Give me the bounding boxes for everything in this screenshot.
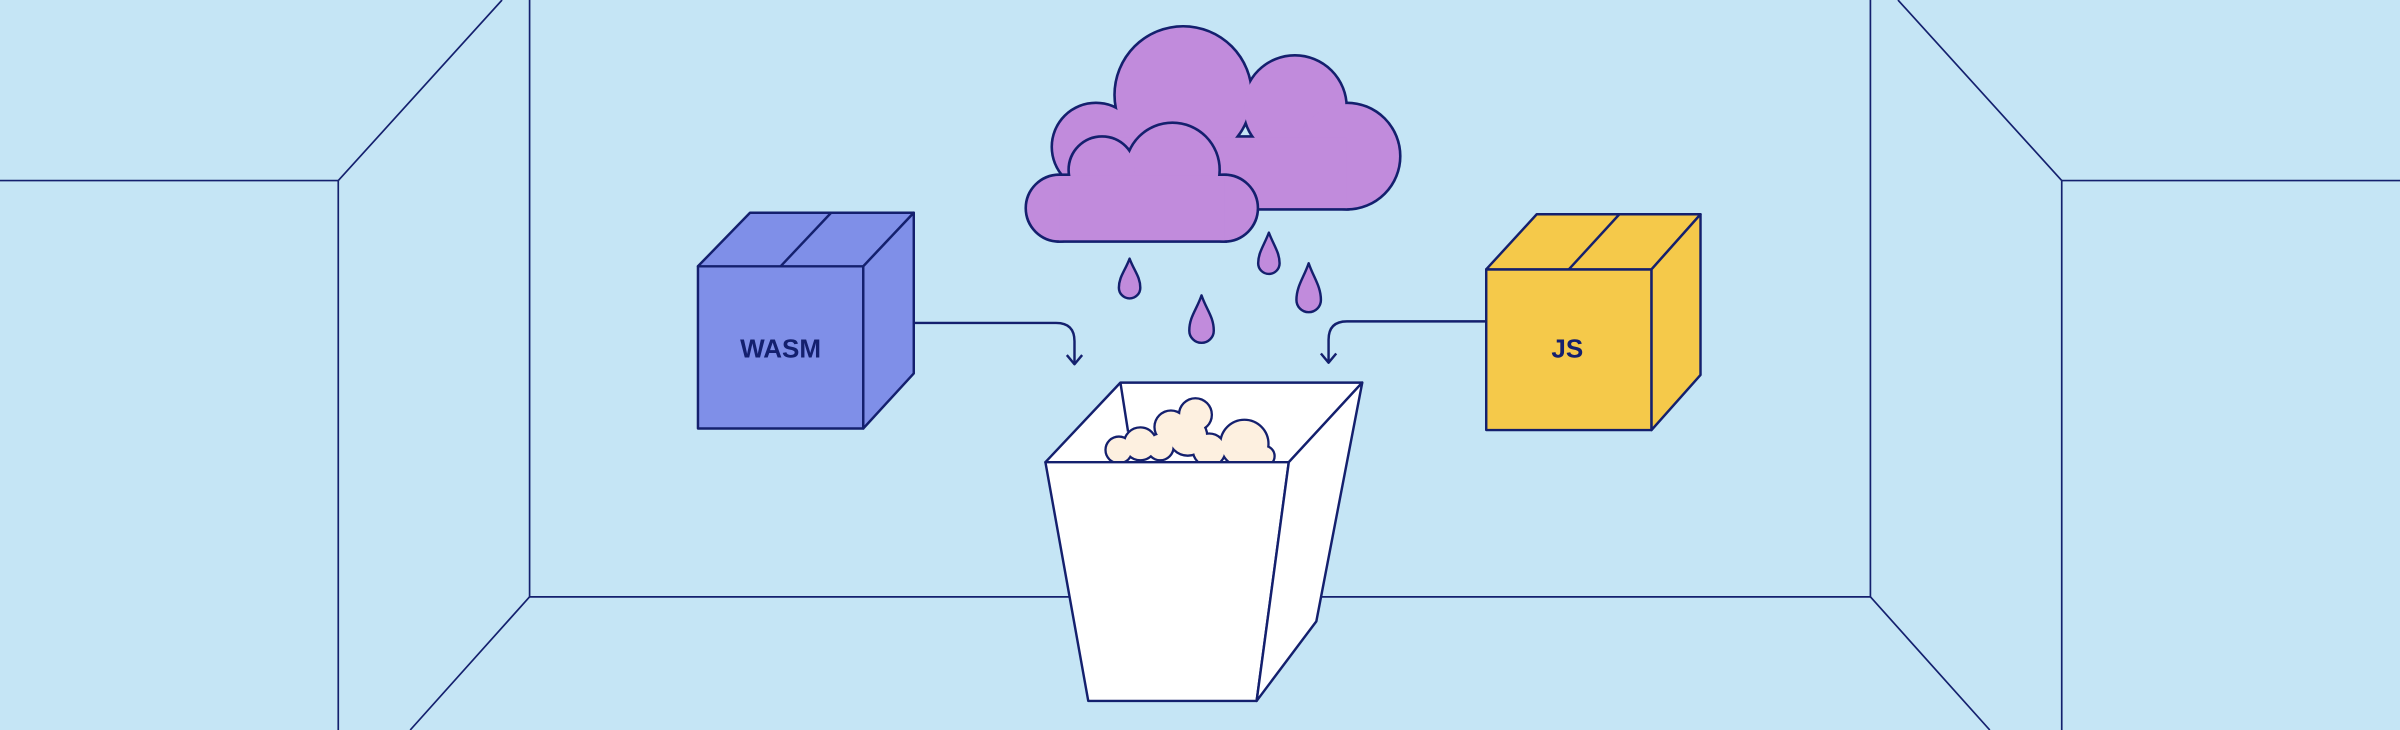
right-floor-diagonal: [1869, 596, 1991, 730]
js-box: JS: [1485, 213, 1702, 432]
popcorn-bucket: [1044, 381, 1364, 703]
bucket-side: [1255, 381, 1364, 703]
raindrop-icon: [1188, 294, 1215, 345]
illustration-shape: [1059, 175, 1225, 241]
js-arrow: [1319, 320, 1487, 364]
arrow-head-icon: [1065, 354, 1084, 366]
wasm-box: WASM: [696, 211, 915, 430]
bucket-front: [1044, 460, 1290, 703]
illustration-shape: [1125, 428, 1156, 460]
wasm-box-tape: [779, 211, 833, 268]
raindrop-icon: [1256, 231, 1281, 276]
wasm-box-side: [862, 211, 915, 430]
illustration-shape: [1053, 27, 1399, 209]
js-label: JS: [1551, 333, 1583, 363]
wasm-arrow: [913, 321, 1084, 366]
js-box-side: [1650, 213, 1702, 432]
illustration-shape: [1106, 399, 1274, 467]
wasm-label: WASM: [740, 333, 821, 363]
illustration-shape: [1027, 123, 1257, 241]
rain-cloud-icon: [1024, 24, 1402, 243]
arrow-head-icon: [1319, 352, 1338, 364]
right-ceiling-diagonal: [1897, 0, 2063, 182]
illustration-shape: [1255, 446, 1274, 466]
popcorn-icon: [1104, 397, 1276, 470]
js-arrow-line: [1327, 320, 1487, 363]
left-floor-diagonal: [409, 596, 531, 730]
left-ceiling-diagonal: [337, 0, 503, 182]
wasm-arrow-line: [913, 321, 1076, 365]
raindrop-icon: [1295, 262, 1323, 314]
illustration-shape: [1193, 434, 1225, 466]
bucket-inner-edge: [1119, 382, 1130, 432]
js-box-tape: [1567, 213, 1621, 271]
rain-drops: [1117, 231, 1323, 345]
raindrop-icon: [1117, 257, 1142, 300]
